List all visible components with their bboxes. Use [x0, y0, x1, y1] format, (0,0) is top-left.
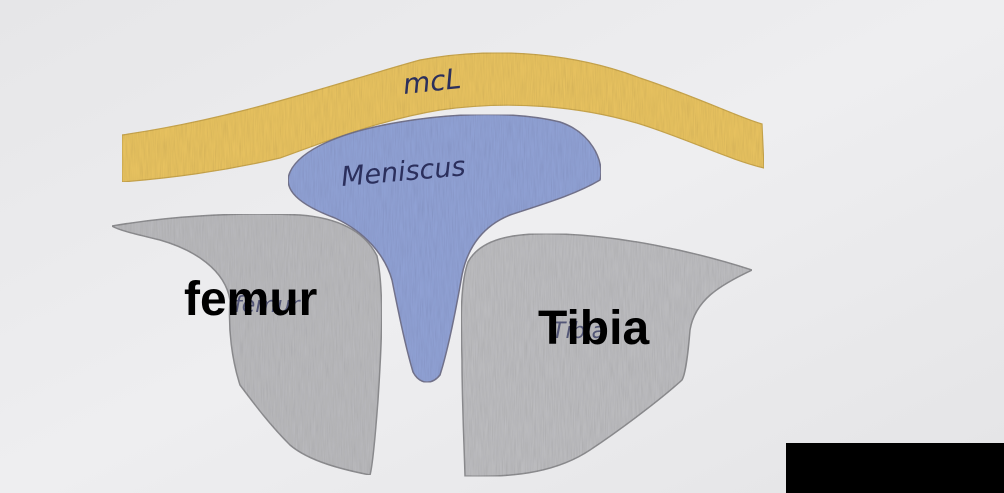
- redaction-box: [786, 443, 1004, 493]
- mcl-handwritten-label: mcL: [401, 62, 462, 101]
- femur-label: femur: [184, 273, 317, 326]
- tibia-label: Tibia: [538, 302, 649, 355]
